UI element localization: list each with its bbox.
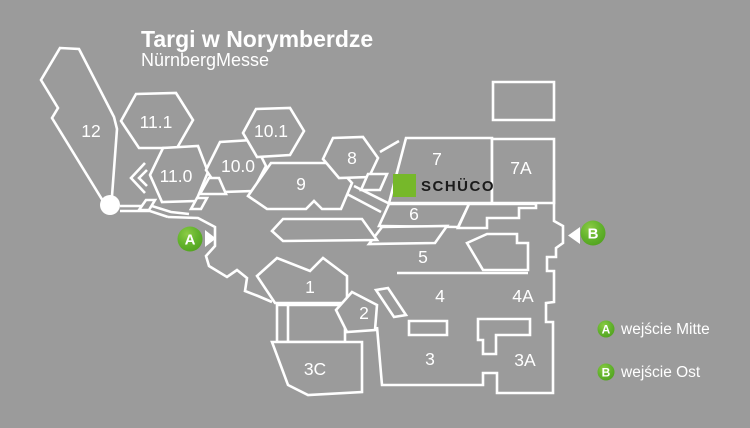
connector-parallelogram-2 (373, 286, 409, 319)
building-between-4a-3a (476, 317, 532, 356)
entrance-a-arrow-icon (205, 230, 216, 247)
hall-label-7a: 7A (510, 158, 532, 178)
hall-label-2: 2 (359, 303, 369, 323)
entrance-a-badge (177, 226, 203, 252)
building-in-hall-3 (407, 319, 449, 337)
hall-label-11-1: 11.1 (140, 112, 173, 132)
legend-b-badge (597, 363, 615, 381)
legend-item-entrance-ost: B wejście Ost (597, 363, 701, 381)
hall-8-shape (321, 135, 380, 180)
connector-parallelogram-8 (359, 172, 389, 192)
corridor-west-top (120, 204, 190, 216)
hall-label-12: 12 (81, 121, 100, 141)
hall-label-3c: 3C (304, 359, 326, 379)
entrance-b-letter: B (588, 226, 599, 243)
schueco-logo: SCHÜCO (393, 174, 495, 197)
entrance-a-marker: A (177, 226, 216, 252)
hall-10-1-shape (241, 106, 306, 159)
stepped-building-lower (465, 232, 530, 272)
legend-a-letter: A (602, 323, 611, 337)
hall-label-4: 4 (435, 286, 445, 306)
corridor-9-to-6-bottom (346, 192, 382, 214)
legend-b-label: wejście Ost (620, 364, 701, 381)
entrance-b-arrow-icon (568, 227, 580, 244)
legend-b-letter: B (602, 366, 611, 380)
hall-label-8: 8 (347, 148, 357, 168)
hall-1-shape (255, 256, 349, 305)
legend: A wejście Mitte B wejście Ost (597, 320, 710, 381)
hall-12-end-circle (100, 195, 120, 215)
hall-label-10-0: 10.0 (221, 156, 255, 176)
east-and-south-boundary (375, 180, 565, 395)
hall-label-6: 6 (409, 204, 419, 224)
hall-label-11-0: 11.0 (160, 166, 193, 186)
connector-parallelogram-10 (188, 196, 210, 211)
hall-label-10-1: 10.1 (254, 121, 288, 141)
corridor-9-to-6-top (353, 184, 391, 206)
corridor-entrance-a (167, 215, 273, 304)
hall-label-9: 9 (296, 174, 306, 194)
stepped-building-upper (455, 202, 538, 230)
building-above-7a (491, 80, 556, 122)
connector-trapezoid-10 (197, 176, 228, 196)
hall-2-shape (334, 290, 379, 334)
schueco-logo-square (393, 174, 416, 197)
parallelogram-below-6 (366, 224, 450, 246)
hall-11-1-shape (119, 91, 195, 150)
chevron-11-0-outer (129, 162, 146, 194)
entrance-b-marker: B (568, 220, 606, 246)
entrance-a-letter: A (185, 232, 196, 249)
corridor-8-to-7 (379, 139, 400, 154)
hall-label-3a: 3A (514, 350, 536, 370)
connector-parallelogram-11 (136, 198, 158, 212)
hall-9-shape (246, 161, 354, 211)
hall-6-shape (376, 202, 472, 229)
hall-label-3: 3 (425, 349, 435, 369)
hall-label-1: 1 (305, 277, 315, 297)
page-title: Targi w Norymberdze (141, 26, 373, 52)
legend-a-badge (597, 320, 615, 338)
schueco-logo-text: SCHÜCO (421, 178, 495, 195)
hall-label-5: 5 (418, 247, 428, 267)
chevron-11-0-inner (137, 169, 148, 187)
hall-label-7: 7 (432, 149, 442, 169)
legend-a-label: wejście Mitte (620, 321, 710, 338)
hall-3c-shape (270, 340, 364, 397)
central-corridor-band (270, 217, 380, 243)
legend-item-entrance-mitte: A wejście Mitte (597, 320, 710, 338)
entrance-b-badge (580, 220, 606, 246)
corridor-west-bottom (120, 209, 169, 219)
hall-label-4a: 4A (512, 286, 534, 306)
page-subtitle: NürnbergMesse (141, 50, 269, 70)
